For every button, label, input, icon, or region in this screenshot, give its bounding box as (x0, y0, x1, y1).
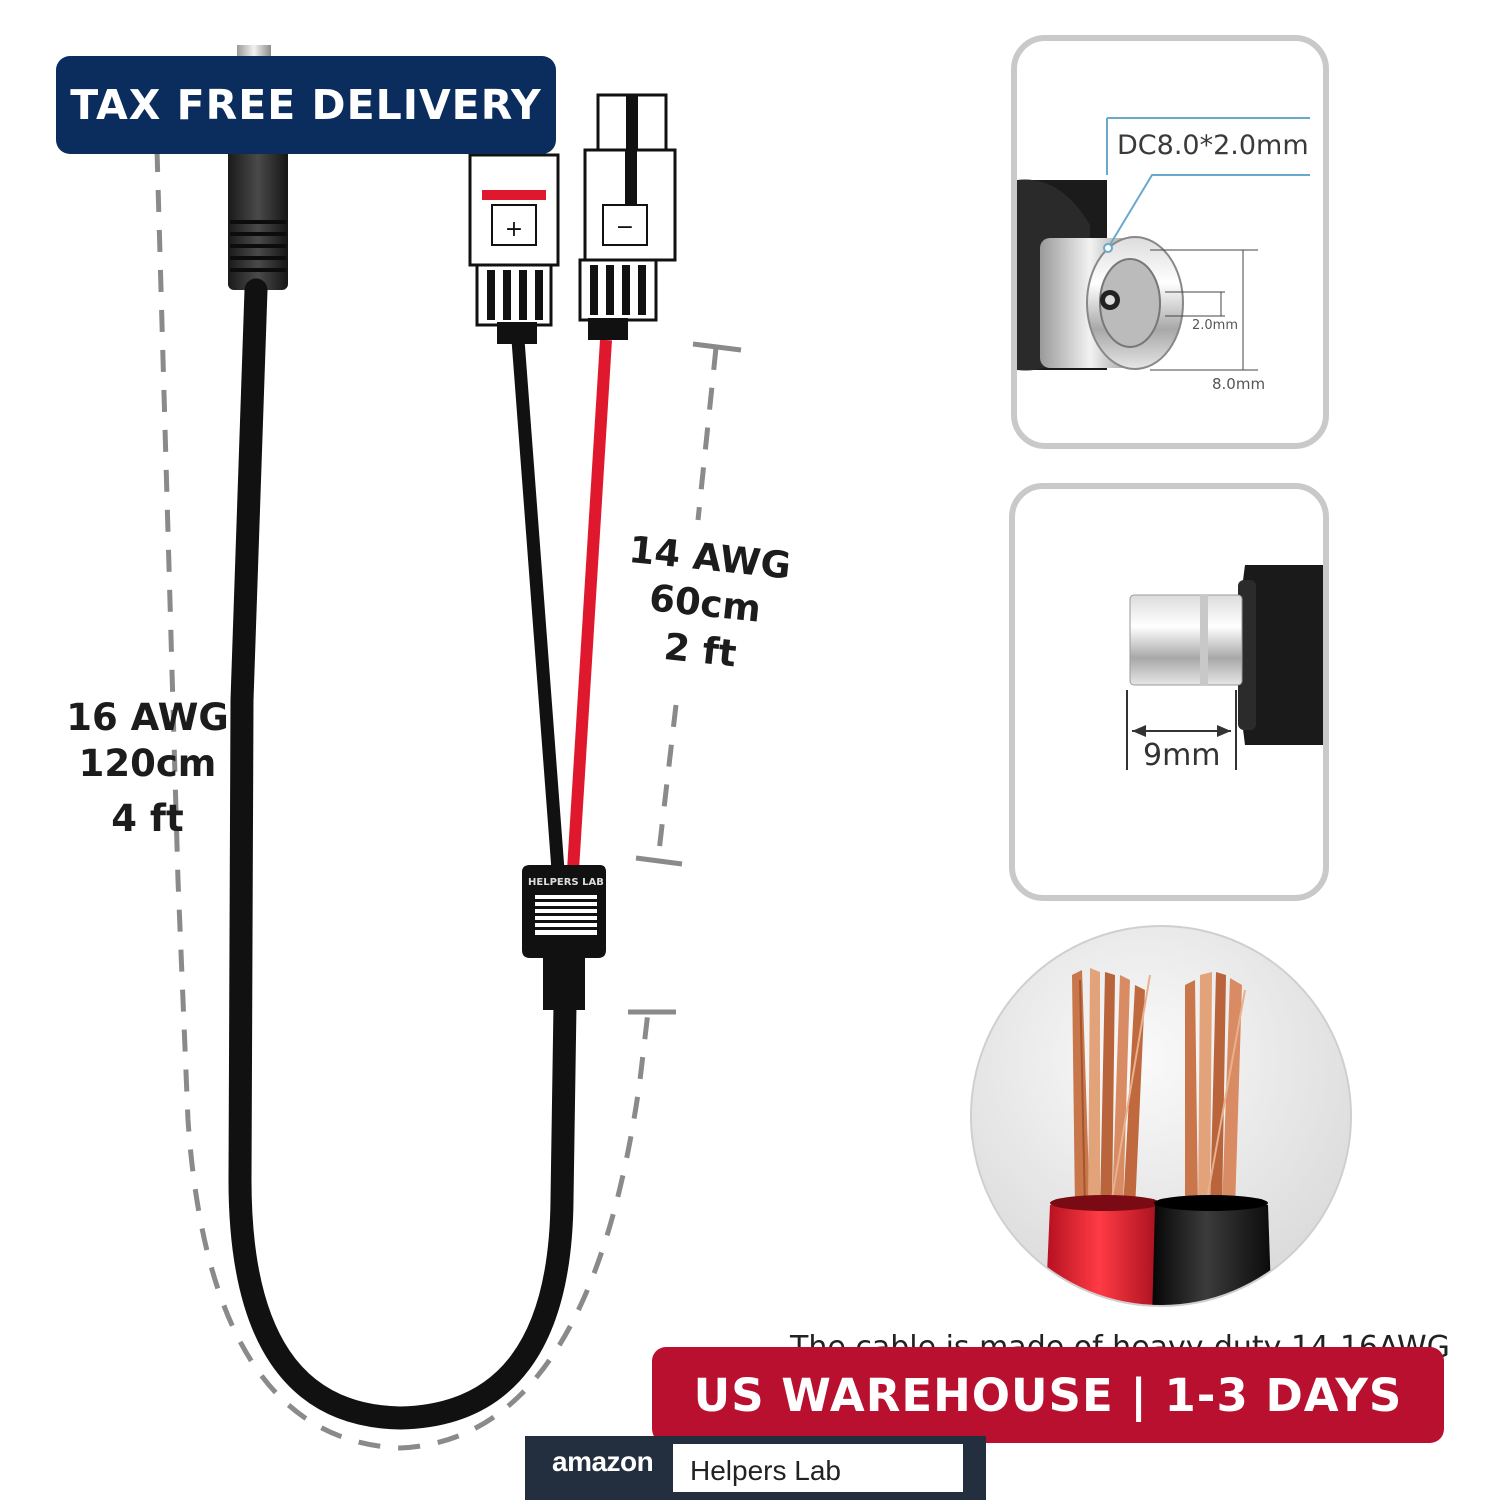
main-cable (228, 278, 577, 1430)
copper-wire-closeup (970, 925, 1352, 1307)
connector-positive: + (468, 153, 560, 344)
tax-free-delivery-badge: TAX FREE DELIVERY (56, 56, 556, 154)
negative-mark: − (616, 215, 634, 240)
main-cable-length-ft: 4 ft (111, 796, 184, 840)
dc-plug-closeup (1017, 117, 1310, 371)
branch-cable-black (511, 339, 565, 871)
tip-spec-panel (1009, 483, 1329, 901)
us-warehouse-badge: US WAREHOUSE | 1-3 DAYS (652, 1347, 1444, 1443)
copper-strands-left (1072, 968, 1151, 1211)
main-cable-gauge: 16 AWG (66, 696, 229, 739)
store-name: Helpers Lab (690, 1455, 841, 1486)
measure-guide-branch (635, 341, 742, 867)
main-cable-length-cm: 120cm (78, 742, 217, 786)
branch-cable-red (567, 339, 612, 871)
amazon-logo: amazon (552, 1446, 654, 1477)
connector-negative: − (578, 93, 677, 340)
store-name-box (673, 1444, 963, 1492)
dc-outer-dimension: 8.0mm (1212, 375, 1266, 393)
dc-spec-title: DC8.0*2.0mm (1117, 130, 1309, 161)
dc-inner-dimension: 2.0mm (1192, 318, 1239, 333)
positive-mark: + (505, 217, 523, 242)
branch-cable-label: 14 AWG 60cm 2 ft (593, 524, 816, 684)
copper-strands-right (1185, 972, 1246, 1211)
main-cable-label: 16 AWG 120cm 4 ft (40, 695, 255, 842)
tip-closeup (1126, 565, 1325, 770)
y-splitter (522, 865, 606, 1010)
tip-length-dimension: 9mm (1143, 738, 1221, 773)
dc-spec-panel (1011, 35, 1329, 449)
measure-guide-main (154, 149, 676, 1451)
y-splitter-label: HELPERS LAB (528, 877, 604, 888)
